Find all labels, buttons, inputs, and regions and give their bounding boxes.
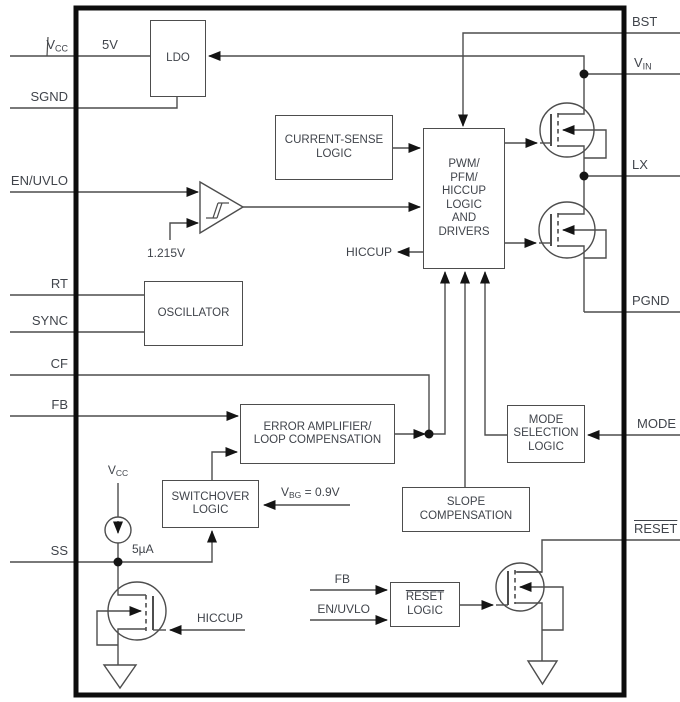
junction-dot-lx	[579, 171, 589, 181]
wire-sgnd-pin	[10, 97, 178, 109]
pin-label-vcc: VCC	[46, 37, 68, 54]
block-current-sense: CURRENT-SENSE LOGIC	[275, 115, 393, 180]
nmos-softstart	[96, 562, 167, 690]
pin-label-mode: MODE	[637, 416, 676, 431]
junction-dot-ss	[113, 557, 123, 567]
comparator-enuvlo	[199, 180, 245, 235]
pin-label-vin: VIN	[634, 55, 652, 72]
label-reset-fb: FB	[334, 572, 350, 586]
pin-label-fb: FB	[51, 397, 68, 412]
block-switchover-logic: SWITCHOVER LOGIC	[162, 480, 259, 528]
wire-vref-to-comparator	[169, 218, 199, 240]
pin-label-enuvlo: EN/UVLO	[10, 173, 68, 188]
pin-label-pgnd: PGND	[632, 293, 670, 308]
ground-symbol-softstart	[102, 664, 138, 690]
body-loop	[519, 582, 564, 631]
block-mode-selection: MODE SELECTION LOGIC	[507, 405, 585, 463]
pin-label-rt: RT	[50, 276, 68, 291]
pin-label-reset: RESET	[634, 521, 678, 536]
label-hiccup-input: HICCUP	[197, 611, 244, 625]
hysteresis-icon	[206, 202, 229, 219]
source-lead	[117, 628, 146, 665]
label-hiccup-output: HICCUP	[345, 245, 392, 259]
block-ldo: LDO	[150, 20, 206, 97]
block-pwm-logic: PWM/ PFM/ HICCUP LOGIC AND DRIVERS	[423, 128, 505, 269]
wire-bst	[458, 32, 680, 127]
junction-dot-vin	[579, 69, 589, 79]
block-reset-logic: RESET LOGIC	[390, 582, 460, 627]
wire-comp-node-to-pwm	[429, 271, 450, 435]
label-vcc-internal: VCC	[107, 463, 129, 479]
internal-wires	[117, 51, 585, 635]
chip-border	[73, 5, 627, 698]
wire-reset	[517, 539, 680, 573]
block-error-amplifier: ERROR AMPLIFIER/ LOOP COMPENSATION	[240, 404, 395, 464]
source-lead	[515, 602, 543, 661]
junction-dot-comp	[424, 429, 434, 439]
label-5v: 5V	[102, 37, 118, 52]
nmos-lowside	[538, 176, 607, 312]
ground-symbol-reset	[526, 660, 559, 686]
block-oscillator: OSCILLATOR	[144, 281, 243, 346]
pin-label-cf: CF	[50, 356, 68, 371]
body-loop	[96, 606, 142, 646]
pin-label-sync: SYNC	[31, 313, 68, 328]
vcc-label-tick	[46, 36, 49, 57]
nmos-highside	[539, 74, 607, 176]
label-5ua: 5µA	[132, 542, 154, 556]
pin-label-bst: BST	[632, 14, 658, 29]
label-reset-enuvlo: EN/UVLO	[317, 602, 370, 616]
label-vbg: VBG = 0.9V	[281, 485, 340, 501]
drain-lead	[558, 176, 585, 215]
pin-label-sgnd: SGND	[30, 89, 68, 104]
label-1v215-ref: 1.215V	[147, 246, 186, 260]
source-lead	[558, 245, 585, 312]
block-slope-compensation: SLOPE COMPENSATION	[402, 487, 530, 532]
drain-lead	[558, 74, 585, 115]
pin-label-lx: LX	[632, 157, 648, 172]
pin-label-ss: SS	[50, 543, 68, 558]
nmos-reset	[495, 562, 564, 686]
wire-cf-pin	[10, 374, 430, 432]
source-lead	[558, 145, 585, 176]
current-source-5ua	[104, 516, 132, 544]
drain-lead	[117, 562, 146, 596]
wire-mode-logic-to-pwm	[480, 271, 507, 436]
body-loop	[562, 125, 607, 159]
wire-vin-to-ldo	[208, 51, 585, 74]
body-loop	[562, 225, 607, 259]
wire-switchover-to-erroramp	[211, 447, 238, 480]
junction-dots	[113, 69, 589, 567]
